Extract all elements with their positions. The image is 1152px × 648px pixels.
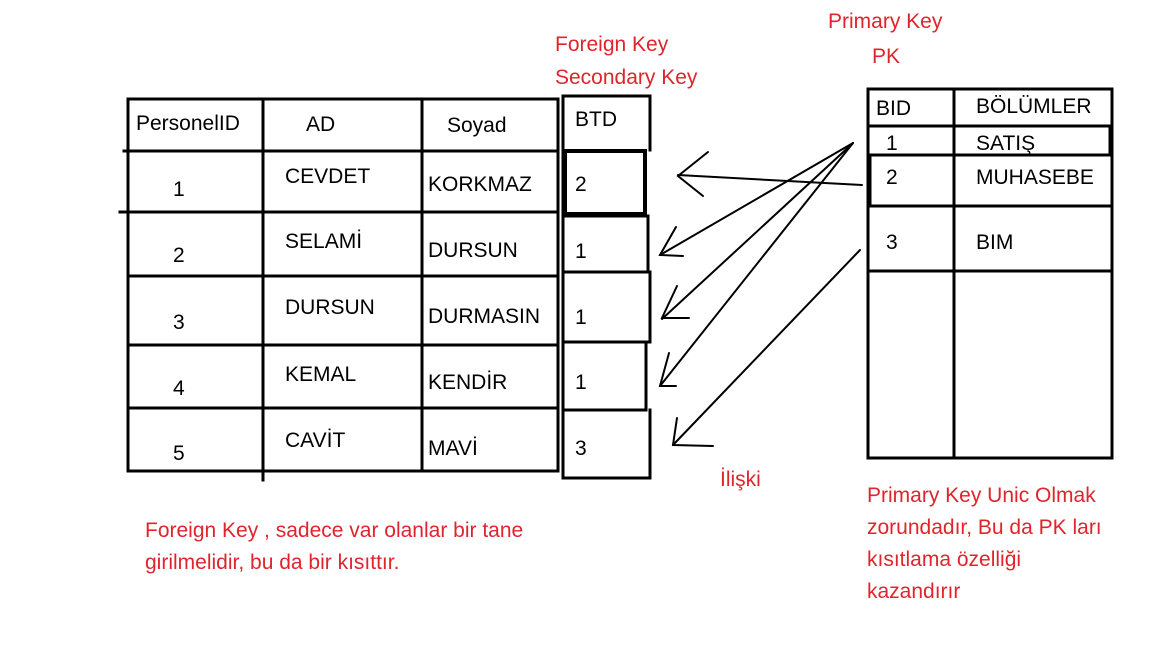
cell-personelid: 3 [173,311,185,334]
cell-soyad: MAVİ [428,437,478,460]
btd-column-grid [561,94,652,480]
foreign-key-note-line: girilmelidir, bu da bir kısıttır. [145,551,400,574]
cell-ad: CAVİT [285,429,346,452]
cell-bid: 1 [886,132,898,155]
secondary-key-label: Secondary Key [555,66,698,89]
cell-soyad: KORKMAZ [428,173,532,196]
foreign-key-note: Foreign Key , sadece var olanlar bir tan… [145,515,523,579]
pk-label: PK [872,45,901,68]
cell-ad: SELAMİ [285,230,363,253]
cell-ad: KEMAL [285,363,357,386]
cell-personelid: 5 [173,442,185,465]
cell-btd: 3 [575,437,587,460]
primary-key-note-line: Primary Key Unic Olmak [867,484,1096,507]
cell-bid: 2 [886,166,898,189]
cell-personelid: 4 [173,377,185,400]
cell-btd: 2 [575,173,587,196]
cell-bolum: SATIŞ [976,132,1036,155]
cell-bid: 3 [886,231,898,254]
header-personelid: PersonelID [136,112,240,135]
relation-label: İlişki [720,468,761,491]
cell-btd: 1 [575,306,587,329]
cell-bolum: MUHASEBE [976,166,1094,189]
header-ad: AD [306,113,336,136]
primary-key-label: Primary Key [828,10,943,33]
cell-personelid: 2 [173,244,185,267]
header-btd: BTD [575,108,617,131]
bolum-table-grid [866,87,1114,460]
header-bolumler: BÖLÜMLER [976,95,1092,118]
cell-soyad: DURSUN [428,239,518,262]
cell-bolum: BIM [976,231,1014,254]
header-bid: BID [876,97,912,120]
cell-soyad: DURMASIN [428,305,541,328]
primary-key-note-line: kazandırır [867,580,961,603]
cell-btd: 1 [575,371,587,394]
cell-soyad: KENDİR [428,371,508,394]
primary-key-note: Primary Key Unic Olmak zorundadır, Bu da… [867,480,1102,608]
primary-key-note-line: kısıtlama özelliği [867,548,1022,571]
header-soyad: Soyad [447,114,507,137]
cell-personelid: 1 [173,178,185,201]
personel-table-grid [118,97,560,482]
foreign-key-label: Foreign Key [555,33,669,56]
primary-key-note-line: zorundadır, Bu da PK ları [867,516,1102,539]
relation-arrows [658,142,863,447]
cell-ad: CEVDET [285,165,371,188]
cell-btd: 1 [575,240,587,263]
foreign-key-note-line: Foreign Key , sadece var olanlar bir tan… [145,519,524,542]
cell-ad: DURSUN [285,296,375,319]
